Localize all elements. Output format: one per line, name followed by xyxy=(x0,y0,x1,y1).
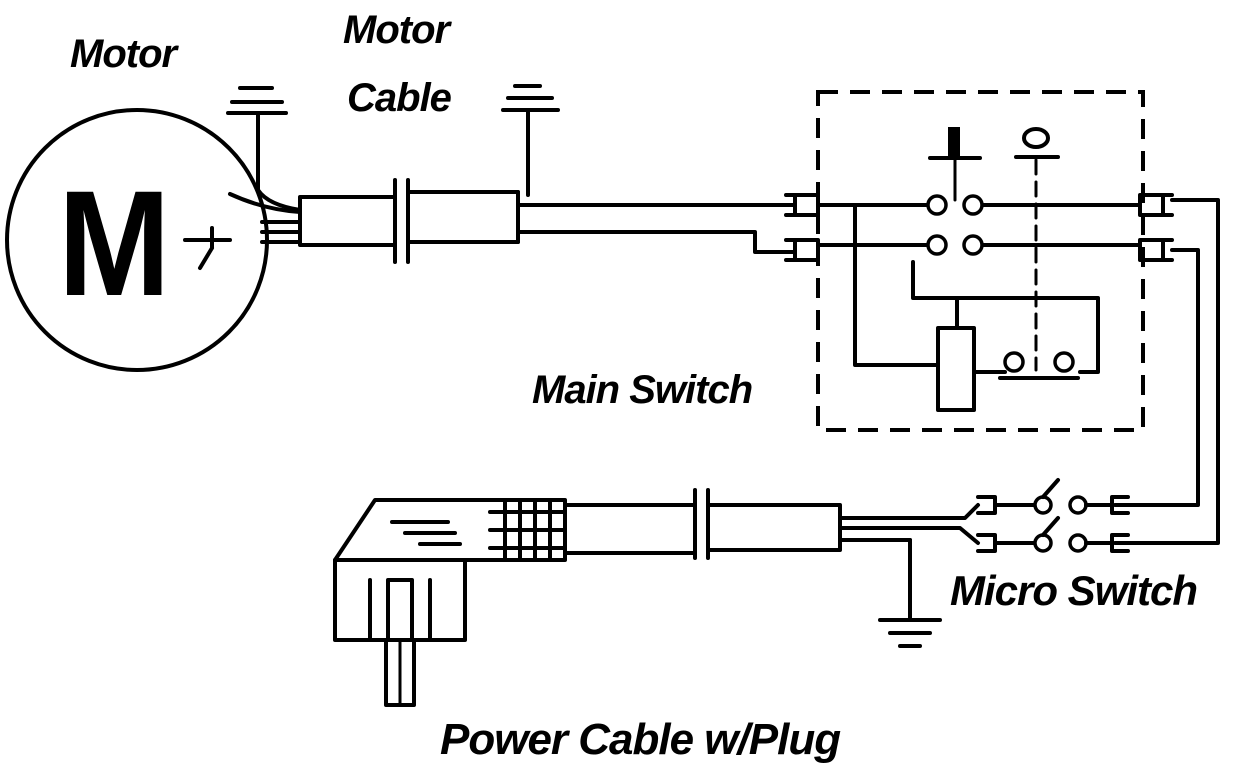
power-cable-label: Power Cable w/Plug xyxy=(440,715,841,764)
motor-cable-wires xyxy=(228,192,302,244)
motor-terminal-symbol xyxy=(183,226,232,270)
motor-label: Motor xyxy=(70,32,177,76)
power-plug xyxy=(333,498,567,707)
motor-cable-label-line2: Cable xyxy=(347,76,452,120)
main-switch xyxy=(784,90,1174,432)
main-switch-label: Main Switch xyxy=(532,368,753,412)
micro-switch xyxy=(976,478,1130,553)
motor-cable xyxy=(298,178,520,264)
power-cable xyxy=(563,488,842,560)
motor-symbol-letter: M xyxy=(58,159,171,327)
cable-ground-symbol xyxy=(501,84,560,197)
micro-switch-label: Micro Switch xyxy=(950,567,1198,614)
motor-ground-symbol xyxy=(226,86,302,212)
motor-cable-label-line1: Motor xyxy=(343,8,450,52)
power-cable-wires xyxy=(838,503,980,620)
power-ground-symbol xyxy=(878,618,942,648)
motor-to-switch-wires xyxy=(516,203,797,254)
switch-to-micro-wires xyxy=(1113,198,1220,545)
